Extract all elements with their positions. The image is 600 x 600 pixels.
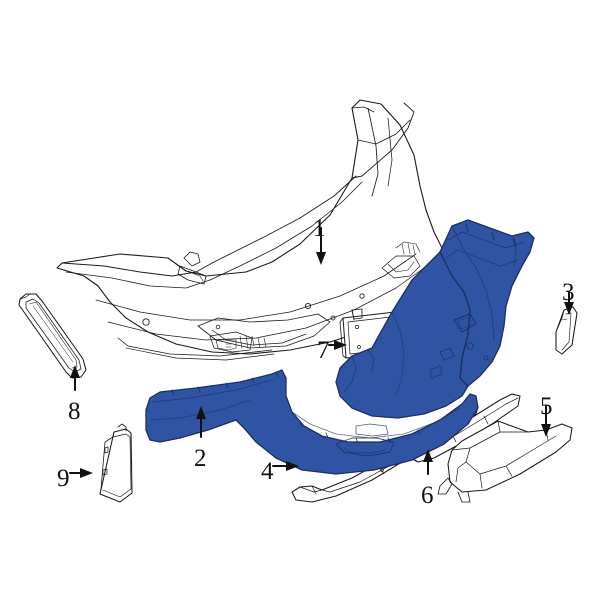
callout-arrow-4 [272,461,299,471]
callout-label-1: 1 [313,215,326,242]
callout-label-8: 8 [68,398,81,425]
part-right-energy-absorber [437,420,573,503]
callout-label-7: 7 [317,337,330,364]
callout-arrow-1 [316,227,326,265]
callout-arrow-3 [564,291,574,315]
callout-arrow-9 [69,468,93,478]
callout-label-5: 5 [540,393,553,420]
part-upper-reflector-trim [18,293,87,379]
part-rear-body-panel [56,99,453,361]
callout-label-4: 4 [261,458,274,485]
callout-label-6: 6 [421,482,434,509]
callout-arrow-8 [70,365,80,391]
part-rear-bumper-cover [145,219,535,475]
callout-arrow-7 [328,340,347,350]
callout-arrow-5 [541,405,551,437]
callout-label-3: 3 [562,279,575,306]
callout-arrow-6 [423,449,433,475]
callout-label-9: 9 [57,465,70,492]
callout-arrow-2 [196,406,206,438]
part-side-bracket-wedge [555,306,578,355]
part-lower-side-reflector [99,423,133,503]
callout-label-2: 2 [194,445,207,472]
callout-arrows [69,227,574,478]
